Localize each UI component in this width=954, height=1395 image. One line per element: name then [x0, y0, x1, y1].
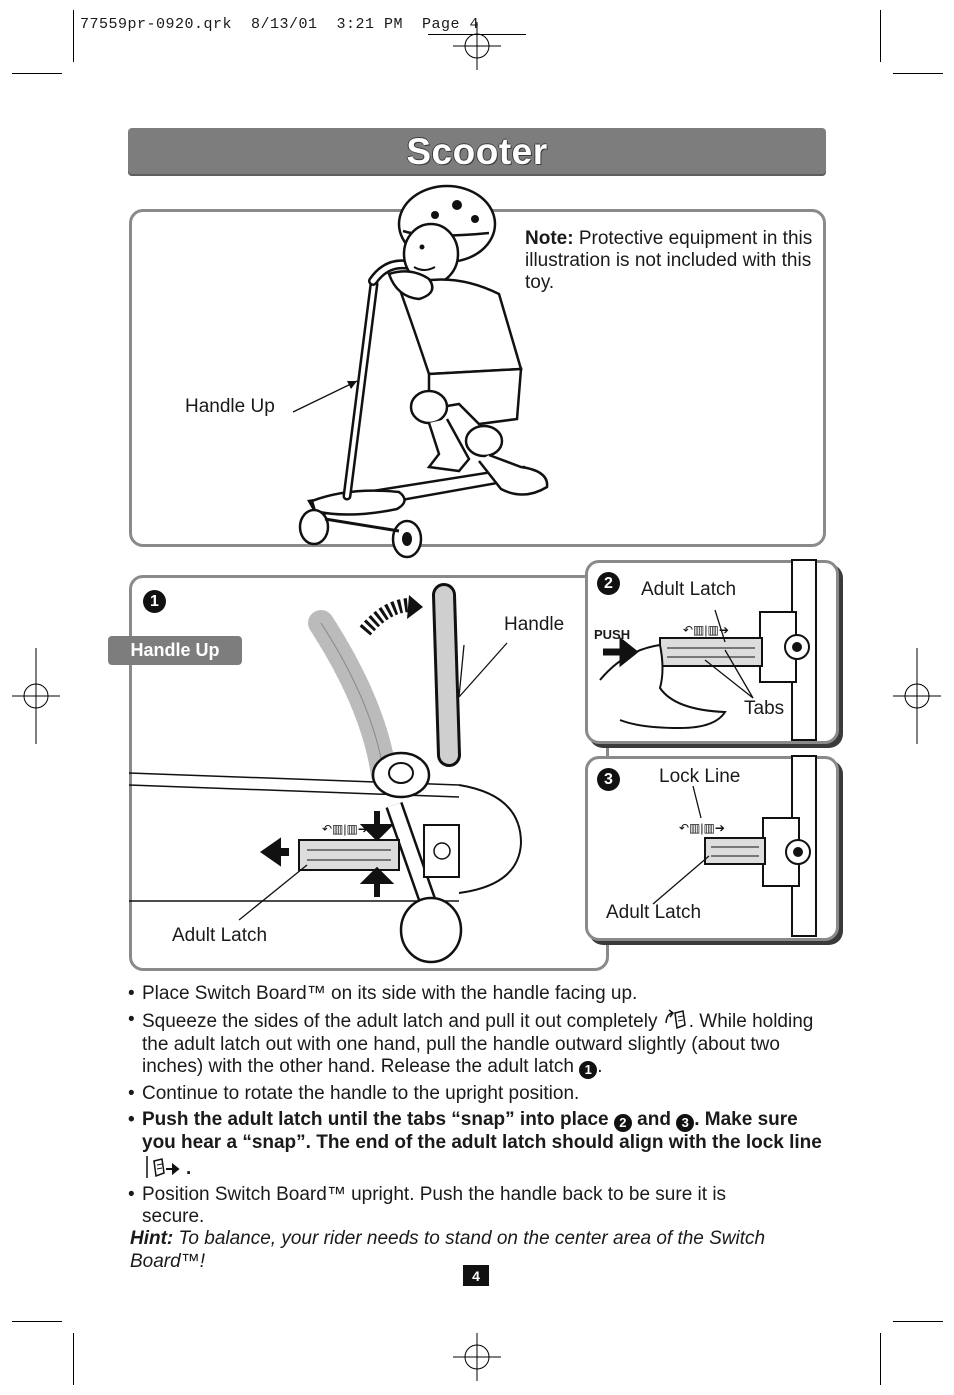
- file-slug: 77559pr-0920.qrk 8/13/01 3:21 PM Page 4: [80, 16, 480, 33]
- registration-mark-icon: [893, 648, 941, 744]
- adult-latch-callout: Adult Latch: [172, 925, 268, 946]
- step-3-illustration: ↶▥|▥➔: [652, 755, 817, 937]
- list-item: • Position Switch Board™ upright. Push t…: [128, 1183, 727, 1228]
- handle-up-callout: Handle Up: [185, 396, 275, 417]
- step-1-ref: 1: [579, 1061, 598, 1080]
- registration-mark-icon: [453, 1333, 501, 1381]
- list-item: • Squeeze the sides of the adult latch a…: [128, 1009, 828, 1080]
- handle-up-tag: Handle Up: [108, 636, 242, 665]
- page-title: Scooter: [406, 131, 548, 172]
- step-1-number: 1: [143, 590, 166, 613]
- svg-text:↶▥|▥➔: ↶▥|▥➔: [683, 623, 729, 637]
- scooter-illustration-panel: Note: Protective equipment in this illus…: [129, 184, 826, 559]
- lock-line-callout: Lock Line: [659, 766, 741, 787]
- note-label: Note:: [525, 228, 574, 249]
- note-text: Protective equipment in this illustratio…: [525, 228, 813, 293]
- crop-mark: [893, 1321, 943, 1322]
- svg-text:↶▥|▥➔: ↶▥|▥➔: [679, 821, 725, 835]
- handle-up-pointer: [292, 380, 358, 413]
- svg-text:↶▥|▥➔: ↶▥|▥➔: [322, 822, 368, 836]
- instructions-list: • Place Switch Board™ on its side with t…: [128, 983, 828, 1232]
- step-3-number: 3: [597, 768, 620, 791]
- list-item: • Push the adult latch until the tabs “s…: [128, 1108, 822, 1179]
- step-1-panel: ↶▥|▥➔ 1 Handle Adult Latch: [128, 575, 609, 971]
- list-item: • Continue to rotate the handle to the u…: [128, 1082, 580, 1104]
- crop-mark: [12, 73, 62, 74]
- registration-mark-icon: [453, 22, 501, 70]
- adult-latch-callout: Adult Latch: [606, 902, 702, 923]
- step-3-ref: 3: [676, 1114, 695, 1132]
- tabs-callout: Tabs: [744, 698, 785, 719]
- hint-label: Hint:: [130, 1228, 174, 1249]
- step-1-illustration: ↶▥|▥➔: [128, 583, 523, 964]
- title-bar: Scooter: [128, 128, 826, 176]
- step-3-panel: ↶▥|▥➔ 3 Lock Line Adult Latch: [585, 755, 839, 941]
- step-2-number: 2: [597, 572, 620, 595]
- crop-mark: [893, 73, 943, 74]
- crop-mark: [73, 10, 74, 62]
- registration-mark-icon: [12, 648, 60, 744]
- crop-mark: [12, 1321, 62, 1322]
- list-item: • Place Switch Board™ on its side with t…: [128, 983, 638, 1004]
- adult-latch-callout: Adult Latch: [641, 579, 737, 600]
- push-label: PUSH: [594, 627, 631, 642]
- scooter-rider-illustration: [298, 184, 549, 559]
- crop-mark: [73, 1333, 74, 1385]
- step-2-panel: ↶▥|▥➔ 2 Adult Latch PUSH Tabs: [585, 559, 839, 744]
- safety-note: Note: Protective equipment in this illus…: [525, 228, 815, 294]
- latch-out-icon: [664, 1009, 686, 1030]
- step-2-illustration: ↶▥|▥➔: [599, 559, 817, 741]
- lock-line-icon: [146, 1155, 180, 1178]
- handle-callout: Handle: [504, 614, 565, 635]
- step-2-ref: 2: [613, 1114, 632, 1132]
- crop-mark: [880, 1333, 881, 1385]
- page-number: 4: [463, 1265, 489, 1286]
- crop-mark: [880, 10, 881, 62]
- hint-text: Hint: To balance, your rider needs to st…: [130, 1228, 766, 1272]
